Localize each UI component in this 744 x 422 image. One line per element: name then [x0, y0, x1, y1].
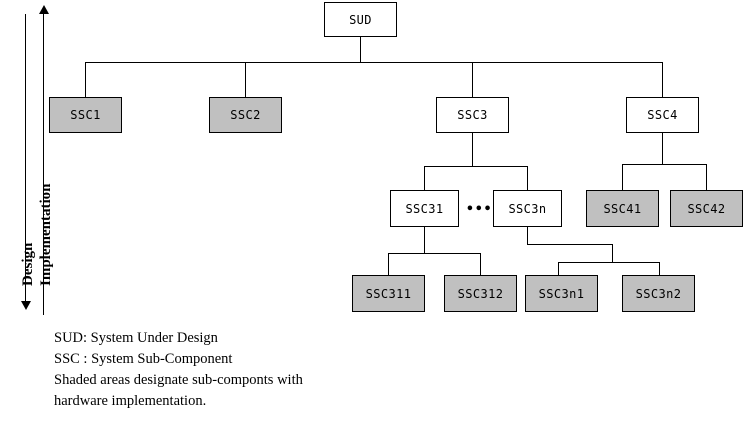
connector-drop-ssc3n1: [558, 262, 559, 275]
connector-ssc31-stem: [424, 227, 425, 253]
node-label: SSC42: [687, 201, 726, 216]
connector-bus-ssc3n-children: [558, 262, 659, 263]
node-ssc42[interactable]: SSC42: [670, 190, 743, 227]
node-ssc3n2[interactable]: SSC3n2: [622, 275, 695, 312]
node-ssc31[interactable]: SSC31: [390, 190, 459, 227]
connector-drop-ssc31: [424, 166, 425, 190]
node-label: SSC311: [365, 286, 412, 301]
design-arrow-down-icon: [21, 301, 31, 310]
node-label: SSC3: [457, 108, 488, 122]
connector-bus-level1: [85, 62, 663, 63]
connector-drop-ssc2: [245, 62, 246, 97]
node-ssc3n1[interactable]: SSC3n1: [525, 275, 598, 312]
legend-line-shaded-1: Shaded areas designate sub-componts with: [54, 372, 303, 388]
node-ssc1[interactable]: SSC1: [49, 97, 122, 133]
connector-ssc3n-stem: [527, 227, 528, 244]
node-ssc3n[interactable]: SSC3n: [493, 190, 562, 227]
connector-drop-ssc4: [662, 62, 663, 97]
connector-ssc3-stem: [472, 133, 473, 166]
node-sud[interactable]: SUD: [324, 2, 397, 37]
node-label: SSC312: [457, 286, 504, 301]
node-label: SSC3n2: [635, 286, 682, 301]
ellipsis-ssc3-children: •••: [466, 202, 493, 217]
connector-sud-stem: [360, 37, 361, 62]
node-ssc2[interactable]: SSC2: [209, 97, 282, 133]
legend-line-sud: SUD: System Under Design: [54, 330, 218, 346]
connector-drop-ssc41: [622, 164, 623, 190]
connector-bus-ssc31-children: [388, 253, 480, 254]
implementation-arrow-up-icon: [39, 5, 49, 14]
node-ssc312[interactable]: SSC312: [444, 275, 517, 312]
connector-ssc3n-elbow: [527, 244, 613, 245]
legend: SUD: System Under Design SSC : System Su…: [54, 328, 303, 412]
connector-drop-ssc312: [480, 253, 481, 275]
node-ssc311[interactable]: SSC311: [352, 275, 425, 312]
node-label: SSC3n: [508, 201, 547, 216]
connector-bus-ssc4-children: [622, 164, 706, 165]
connector-drop-ssc42: [706, 164, 707, 190]
node-ssc3[interactable]: SSC3: [436, 97, 509, 133]
connector-bus-ssc3-children: [424, 166, 528, 167]
node-label: SUD: [349, 12, 372, 27]
legend-line-ssc: SSC : System Sub-Component: [54, 351, 233, 367]
node-ssc4[interactable]: SSC4: [626, 97, 699, 133]
node-label: SSC1: [70, 108, 101, 122]
legend-line-shaded-2: hardware implementation.: [54, 393, 207, 409]
design-axis-line: [25, 14, 26, 302]
connector-ssc4-stem: [662, 133, 663, 164]
node-label: SSC4: [647, 108, 678, 122]
implementation-axis-line: [43, 14, 44, 315]
connector-drop-ssc311: [388, 253, 389, 275]
node-label: SSC2: [230, 108, 261, 122]
node-label: SSC3n1: [538, 286, 585, 301]
node-label: SSC31: [405, 201, 444, 216]
node-ssc41[interactable]: SSC41: [586, 190, 659, 227]
connector-drop-ssc3n2: [659, 262, 660, 275]
node-label: SSC41: [603, 201, 642, 216]
implementation-axis-label: Implementation: [38, 183, 54, 287]
connector-drop-ssc1: [85, 62, 86, 97]
design-axis-label: Design: [20, 242, 36, 286]
connector-ssc3n-elbow-drop: [612, 244, 613, 262]
connector-drop-ssc3: [472, 62, 473, 97]
connector-drop-ssc3n: [527, 166, 528, 190]
